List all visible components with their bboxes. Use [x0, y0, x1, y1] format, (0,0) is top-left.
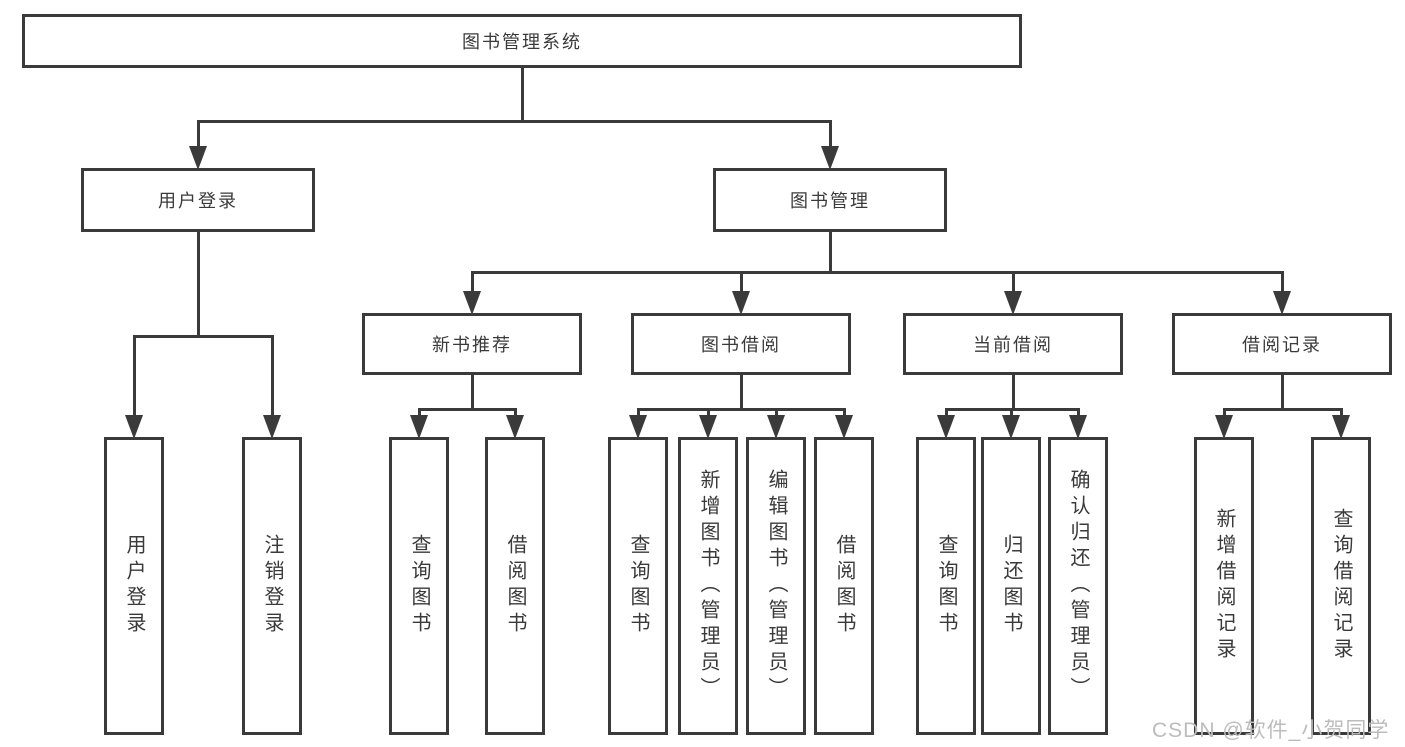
connector-line: [1012, 373, 1015, 411]
node-rec-borrow: 借阅图书: [485, 437, 545, 735]
connector-line: [829, 230, 832, 274]
arrowhead-icon: [937, 415, 955, 439]
arrowhead-icon: [410, 415, 428, 439]
node-cur-query: 查询图书: [916, 437, 976, 735]
arrowhead-icon: [125, 415, 143, 439]
node-login: 用户登录: [81, 168, 315, 232]
node-cur-confirm: 确认归还（管理员）: [1048, 437, 1108, 735]
connector-line: [1223, 408, 1343, 411]
node-rec-query: 查询图书: [389, 437, 449, 735]
node-bor-query: 查询图书: [608, 437, 668, 735]
connector-line: [133, 335, 136, 425]
connector-line: [740, 271, 743, 301]
node-recd-add: 新增借阅记录: [1194, 437, 1254, 735]
connector-line: [197, 120, 200, 156]
arrowhead-icon: [835, 415, 853, 439]
node-rec: 新书推荐: [362, 313, 582, 375]
node-bor-add: 新增图书（管理员）: [678, 437, 738, 735]
arrowhead-icon: [1002, 415, 1020, 439]
connector-line: [1281, 271, 1284, 301]
node-root: 图书管理系统: [22, 14, 1022, 68]
arrowhead-icon: [1332, 415, 1350, 439]
connector-line: [1012, 271, 1015, 301]
node-current: 当前借阅: [903, 313, 1123, 375]
arrowhead-icon: [821, 146, 839, 170]
node-cur-return: 归还图书: [981, 437, 1041, 735]
arrowhead-icon: [189, 146, 207, 170]
connector-line: [637, 408, 846, 411]
node-mgmt: 图书管理: [713, 168, 947, 232]
arrowhead-icon: [732, 291, 750, 315]
connector-line: [521, 66, 524, 123]
connector-line: [471, 373, 474, 411]
arrowhead-icon: [1215, 415, 1233, 439]
node-records: 借阅记录: [1172, 313, 1392, 375]
connector-line: [471, 271, 1284, 274]
connector-line: [197, 230, 200, 338]
node-recd-query: 查询借阅记录: [1311, 437, 1371, 735]
node-bor-borrow: 借阅图书: [814, 437, 874, 735]
csdn-watermark: CSDN @软件_小贺同学: [1152, 719, 1390, 742]
connector-line: [1281, 373, 1284, 411]
arrowhead-icon: [699, 415, 717, 439]
node-borrow: 图书借阅: [631, 313, 851, 375]
arrowhead-icon: [1273, 291, 1291, 315]
arrowhead-icon: [506, 415, 524, 439]
node-login-user: 用户登录: [104, 437, 164, 735]
connector-line: [418, 408, 517, 411]
arrowhead-icon: [1069, 415, 1087, 439]
node-login-out: 注销登录: [242, 437, 302, 735]
connector-line: [271, 335, 274, 425]
arrowhead-icon: [463, 291, 481, 315]
arrowhead-icon: [263, 415, 281, 439]
arrowhead-icon: [767, 415, 785, 439]
arrowhead-icon: [1004, 291, 1022, 315]
connector-line: [133, 335, 274, 338]
connector-line: [197, 120, 832, 123]
connector-line: [829, 120, 832, 156]
arrowhead-icon: [629, 415, 647, 439]
connector-line: [471, 271, 474, 301]
connector-line: [740, 373, 743, 411]
node-bor-edit: 编辑图书（管理员）: [746, 437, 806, 735]
